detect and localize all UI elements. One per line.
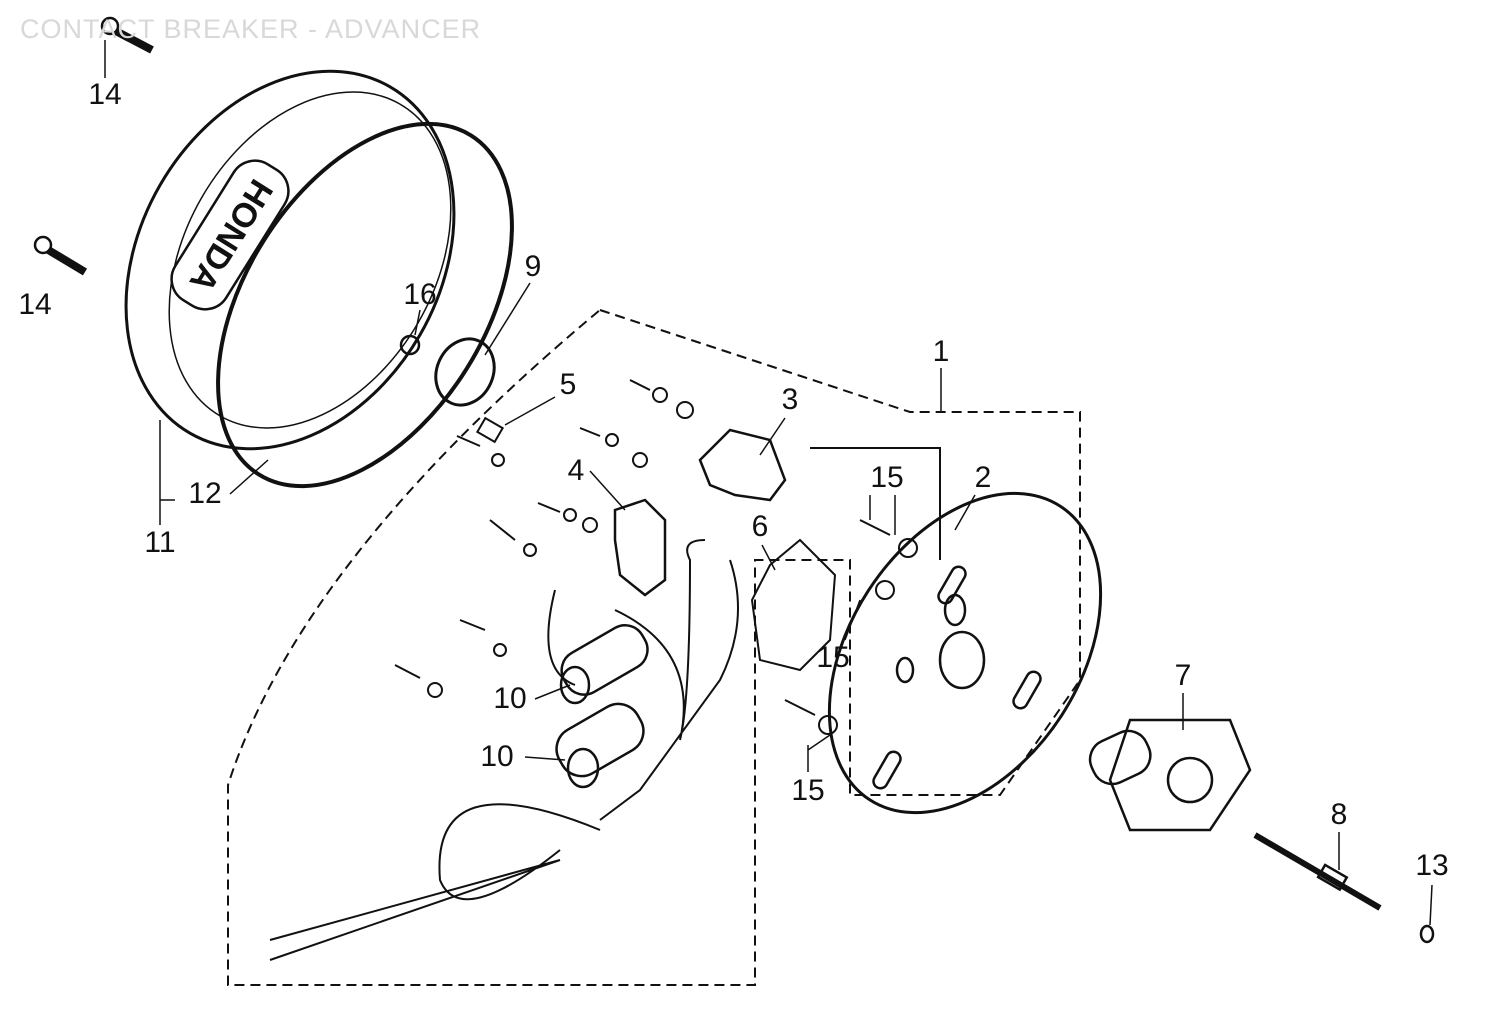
condenser-lower xyxy=(555,702,645,789)
cover-screw-left xyxy=(33,235,88,276)
callout-5: 5 xyxy=(559,368,577,401)
cover-screw-top xyxy=(100,16,154,54)
contact-plate xyxy=(750,538,837,672)
screws-washers xyxy=(394,379,918,735)
subgroup-outline-15 xyxy=(810,447,941,560)
callout-14: 14 xyxy=(18,288,52,321)
callout-9: 9 xyxy=(524,250,542,283)
leader-lines xyxy=(104,40,1433,926)
gasket xyxy=(216,121,514,489)
callout-13: 13 xyxy=(1415,849,1449,882)
callout-14: 14 xyxy=(88,78,122,111)
callout-10: 10 xyxy=(493,682,527,715)
callout-15: 15 xyxy=(870,461,904,494)
advancer xyxy=(1088,718,1252,832)
assembly-outline xyxy=(227,308,1081,986)
callout-16: 16 xyxy=(403,278,437,311)
base-plate xyxy=(827,491,1103,815)
point-cover: HONDA xyxy=(124,69,456,451)
callout-3: 3 xyxy=(781,383,799,416)
callout-12: 12 xyxy=(188,477,222,510)
o-ring xyxy=(1419,924,1435,944)
callout-4: 4 xyxy=(567,454,585,487)
cap xyxy=(434,337,496,407)
callout-10: 10 xyxy=(480,740,514,773)
diagram-title: CONTACT BREAKER - ADVANCER xyxy=(20,14,482,44)
callout-6: 6 xyxy=(751,510,769,543)
nut xyxy=(399,334,421,356)
contact-breaker-4 xyxy=(613,498,667,597)
callout-8: 8 xyxy=(1330,798,1348,831)
callout-11: 11 xyxy=(144,526,176,559)
callout-15: 15 xyxy=(816,641,850,674)
contact-breaker-3 xyxy=(698,428,787,502)
condenser-upper xyxy=(559,624,649,705)
callout-15: 15 xyxy=(791,774,825,807)
wiring xyxy=(269,539,739,961)
callout-1: 1 xyxy=(932,335,950,368)
callout-2: 2 xyxy=(974,461,992,494)
callout-7: 7 xyxy=(1174,659,1192,692)
advancer-bolt xyxy=(1253,832,1382,911)
